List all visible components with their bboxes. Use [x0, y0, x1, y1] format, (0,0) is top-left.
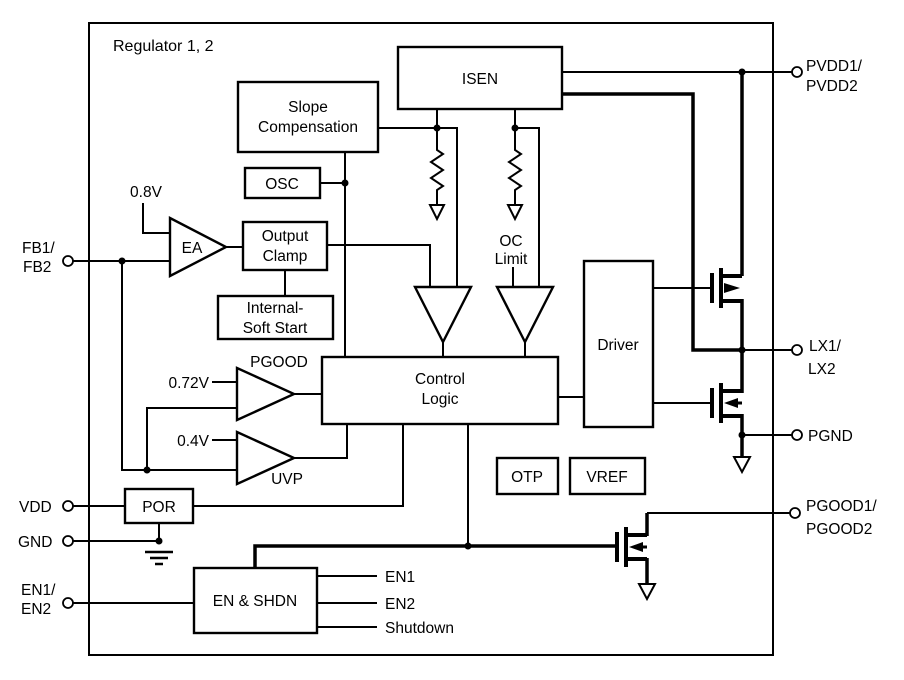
wire-isen-sense [562, 92, 740, 352]
uvp-comparator-label: UVP [271, 471, 303, 488]
oc-limit-label-1: OC [499, 233, 522, 250]
mosfet-arrow-icon [629, 542, 643, 552]
pvdd-pin-label-1: PVDD1/ [806, 58, 863, 75]
en2-signal-label: EN2 [385, 596, 415, 613]
pin-terminals [62, 66, 803, 609]
block-vref: VREF [568, 456, 647, 496]
mosfet-arrow-icon [724, 283, 740, 293]
oc-comparator: OC Limit [495, 233, 555, 345]
block-internal-soft-start: Internal- Soft Start [216, 294, 335, 341]
lx-pin-label-1: LX1/ [809, 338, 842, 355]
slope-label-2: Compensation [258, 119, 358, 136]
ground-arrow-icon [506, 204, 524, 222]
wire-tap-to-oc [515, 127, 540, 287]
en-shdn-label: EN & SHDN [213, 593, 297, 610]
error-amplifier: EA [168, 216, 229, 278]
block-otp: OTP [495, 456, 560, 496]
pgood-comparator: PGOOD [235, 354, 308, 422]
en-terminal [62, 597, 74, 609]
vdd-terminal [62, 500, 74, 512]
wire-ref-08 [142, 203, 170, 234]
fb-pin-label-1: FB1/ [22, 240, 55, 257]
slope-label-1: Slope [288, 99, 328, 116]
wire-uvp-out [294, 424, 348, 459]
block-slope-compensation: Slope Compensation [236, 80, 380, 154]
ic-boundary [88, 22, 774, 656]
sense-resistor-right [506, 128, 524, 222]
wire-slope-out [378, 127, 458, 287]
block-por: POR [123, 487, 195, 525]
pgnd-terminal [791, 429, 803, 441]
pgoodfet-ground-arrow-icon [637, 583, 657, 602]
lx-pin-label-2: LX2 [808, 361, 836, 378]
pgood-mosfet [615, 527, 647, 567]
pgnd-pin-label: PGND [808, 428, 853, 445]
ea-label: EA [182, 240, 203, 257]
mosfet-arrow-icon [724, 398, 738, 408]
output-clamp-label-1: Output [262, 228, 309, 245]
vdd-pin-label: VDD [19, 499, 52, 516]
wires [73, 71, 792, 628]
wire-por-out [193, 424, 404, 507]
output-clamp-label-2: Clamp [263, 248, 308, 265]
low-side-mosfet [710, 383, 742, 423]
en-pin-label-1: EN1/ [21, 582, 56, 599]
block-control-logic: Control Logic [320, 355, 560, 426]
en-pin-label-2: EN2 [21, 601, 51, 618]
wire-clamp-to-pwm [327, 244, 431, 287]
soft-start-label-1: Internal- [247, 300, 304, 317]
en1-signal-label: EN1 [385, 569, 415, 586]
earth-ground-icon [145, 550, 173, 566]
junction-dots [118, 68, 746, 550]
ref-04v-label: 0.4V [177, 433, 210, 450]
pvdd-pin-label-2: PVDD2 [806, 78, 858, 95]
block-driver: Driver [582, 259, 655, 429]
high-side-mosfet [710, 268, 742, 308]
lx-terminal [791, 344, 803, 356]
vref-label: VREF [586, 469, 627, 486]
isen-label: ISEN [462, 71, 498, 88]
fb-pin-label-2: FB2 [23, 259, 51, 276]
diagram-title: Regulator 1, 2 [113, 38, 214, 55]
osc-label: OSC [265, 176, 299, 193]
wire-fb-to-pgood [146, 407, 237, 470]
control-logic-label-1: Control [415, 371, 465, 388]
pgood-terminal [789, 507, 801, 519]
power-wires [253, 70, 744, 584]
wire-enshdn-to-pgoodgate [253, 544, 617, 568]
ref-072v-label: 0.72V [168, 375, 209, 392]
pgood-pin-label-1: PGOOD1/ [806, 498, 877, 515]
uvp-comparator: UVP [235, 430, 303, 488]
pwm-comparator [413, 285, 473, 345]
pgood-comparator-label: PGOOD [250, 354, 308, 371]
pgood-pin-label-2: PGOOD2 [806, 521, 872, 538]
fb-terminal [62, 255, 74, 267]
ground-arrow-icon [428, 204, 446, 222]
block-isen: ISEN [396, 45, 564, 111]
gnd-pin-label: GND [18, 534, 52, 551]
block-osc: OSC [243, 166, 322, 200]
gnd-terminal [62, 535, 74, 547]
pgnd-ground-arrow-icon [732, 456, 752, 475]
pvdd-terminal [791, 66, 803, 78]
soft-start-label-2: Soft Start [243, 320, 308, 337]
otp-label: OTP [511, 469, 543, 486]
por-label: POR [142, 499, 176, 516]
wire-fb-to-uvp [121, 261, 237, 471]
block-en-shdn: EN & SHDN [192, 566, 319, 635]
block-output-clamp: Output Clamp [241, 220, 329, 272]
ref-08v-label: 0.8V [130, 184, 163, 201]
driver-label: Driver [597, 337, 638, 354]
oc-limit-label-2: Limit [495, 251, 528, 268]
control-logic-label-2: Logic [421, 391, 458, 408]
sense-resistor-left [428, 128, 446, 222]
shutdown-signal-label: Shutdown [385, 620, 454, 637]
